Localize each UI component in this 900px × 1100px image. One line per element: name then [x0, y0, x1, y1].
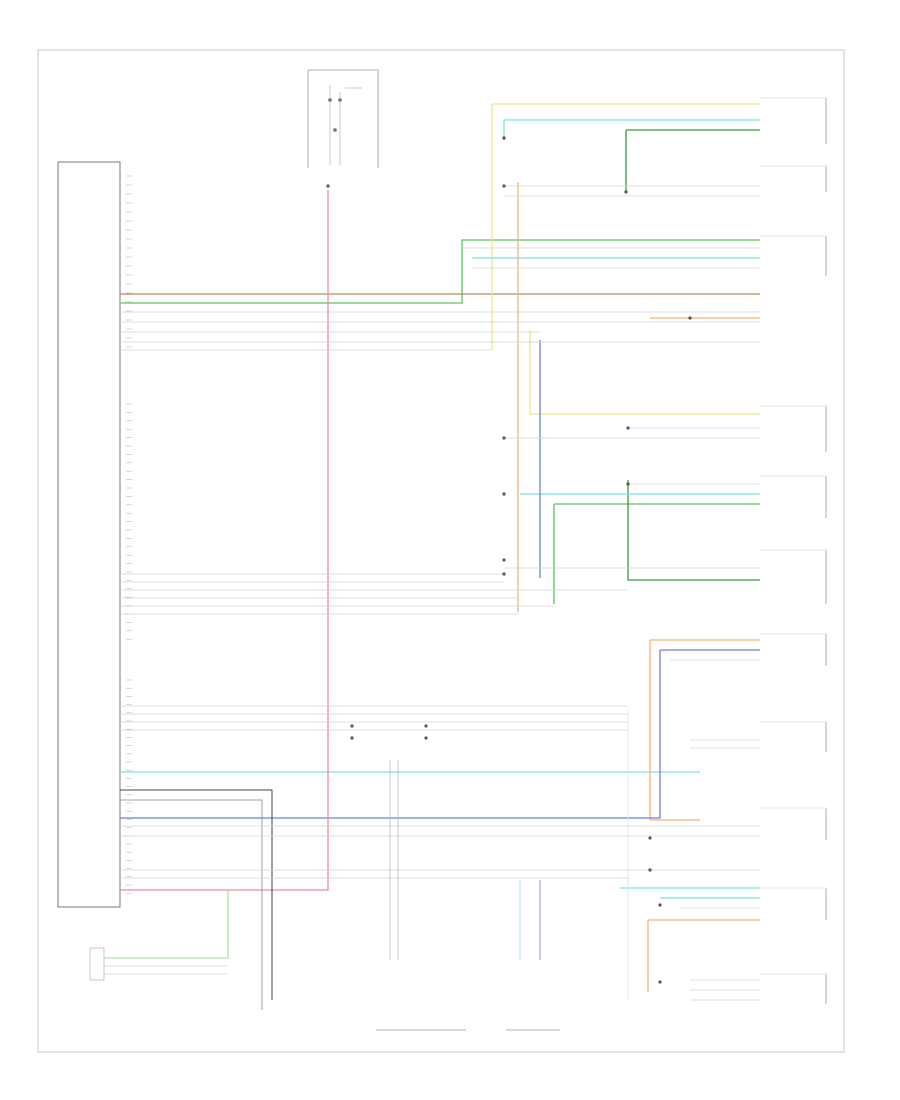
wire-yellow-2 — [529, 330, 760, 415]
bottom-components — [89, 760, 560, 1031]
fuse-box — [307, 69, 379, 168]
wire-blue-2 — [120, 649, 760, 819]
wire-pink — [120, 190, 329, 891]
wire-black-2 — [120, 799, 263, 1010]
wire-green-3 — [553, 503, 760, 604]
right-components — [760, 97, 827, 1004]
wire-green-1 — [120, 239, 760, 304]
wire-orange-4 — [647, 919, 760, 992]
diagram-border — [37, 49, 845, 1053]
radio-module — [57, 161, 121, 908]
gray-wires — [104, 185, 760, 1001]
wire-cyan-5 — [620, 887, 760, 899]
wire-orange-3 — [649, 639, 760, 821]
wire-black-1 — [120, 789, 273, 1000]
wire-green-4 — [627, 480, 760, 581]
junction-dots — [326, 136, 692, 984]
radio-pin-ticks — [126, 175, 132, 894]
wires — [104, 103, 760, 1010]
wire-lightgreen — [104, 890, 229, 959]
wire-green-2 — [625, 129, 760, 192]
